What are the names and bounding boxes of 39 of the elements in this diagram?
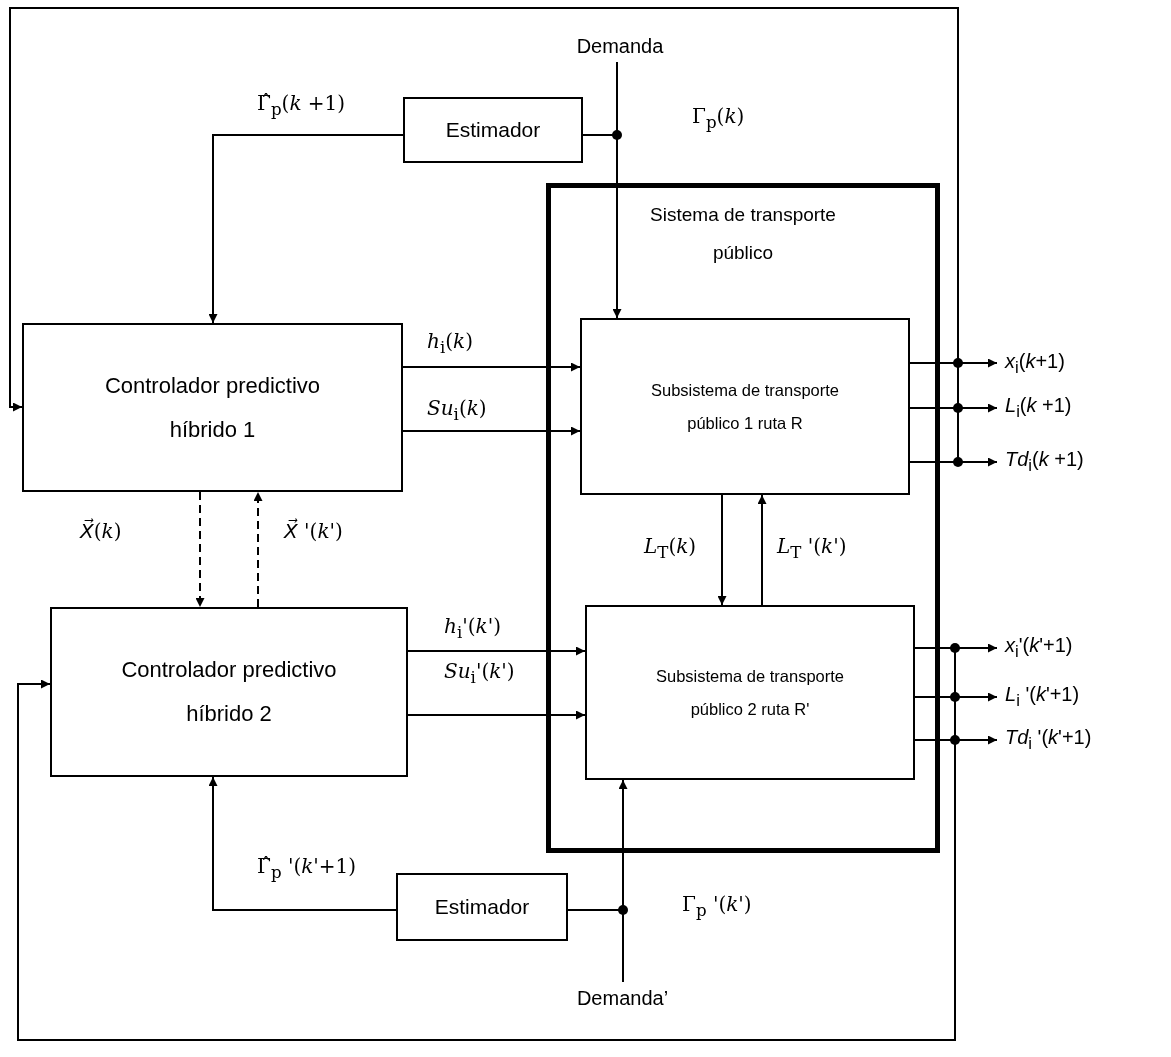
node-label: Sistema de transporte público — [649, 203, 837, 265]
arrow — [909, 457, 998, 467]
output-variable: L$_{i}$ '(k'+1) — [1004, 683, 1080, 711]
arrow — [402, 426, 581, 436]
node-label: Subsistema de transporte público 1 ruta R — [650, 379, 840, 434]
output-variable: x$_{i}$'(k'+1) — [1003, 634, 1073, 662]
controller-box — [50, 607, 408, 777]
node-label: Estimador — [434, 894, 530, 921]
arrow — [717, 494, 727, 606]
dashed-arrow — [253, 491, 263, 608]
controller-box — [22, 323, 403, 492]
node-label: Subsistema de transporte público 2 ruta R' — [655, 665, 845, 720]
output-variable: L$_{i}$(k +1) — [1004, 394, 1072, 422]
edge-label: X⃗ '(k') — [282, 520, 345, 542]
arrow — [909, 403, 998, 413]
arrow — [208, 134, 404, 324]
arrow — [407, 646, 586, 656]
arrow — [208, 776, 397, 911]
node-label: Controlador predictivo híbrido 2 — [120, 656, 338, 728]
output-variable: Td$_{i}$(k +1) — [1004, 448, 1084, 476]
output-variable: x$_{i}$(k+1) — [1003, 350, 1065, 378]
input-label: Demanda — [576, 34, 664, 59]
arrow — [407, 710, 586, 720]
dashed-arrow — [195, 491, 205, 608]
subsystem-box — [585, 605, 915, 780]
process-box — [403, 97, 583, 163]
node-label: Estimador — [445, 117, 541, 144]
arrow — [17, 647, 956, 1041]
arrow — [402, 362, 581, 372]
system-boundary-box — [546, 183, 940, 853]
output-variable: Td$_{i}$ '(k'+1) — [1004, 726, 1092, 754]
arrow — [9, 7, 959, 412]
subsystem-box — [580, 318, 910, 495]
input-label: Demanda’ — [576, 986, 669, 1011]
arrow — [914, 735, 998, 745]
node-label: Controlador predictivo híbrido 1 — [103, 371, 322, 444]
process-box — [396, 873, 568, 941]
arrow — [914, 692, 998, 702]
arrow — [757, 494, 767, 606]
